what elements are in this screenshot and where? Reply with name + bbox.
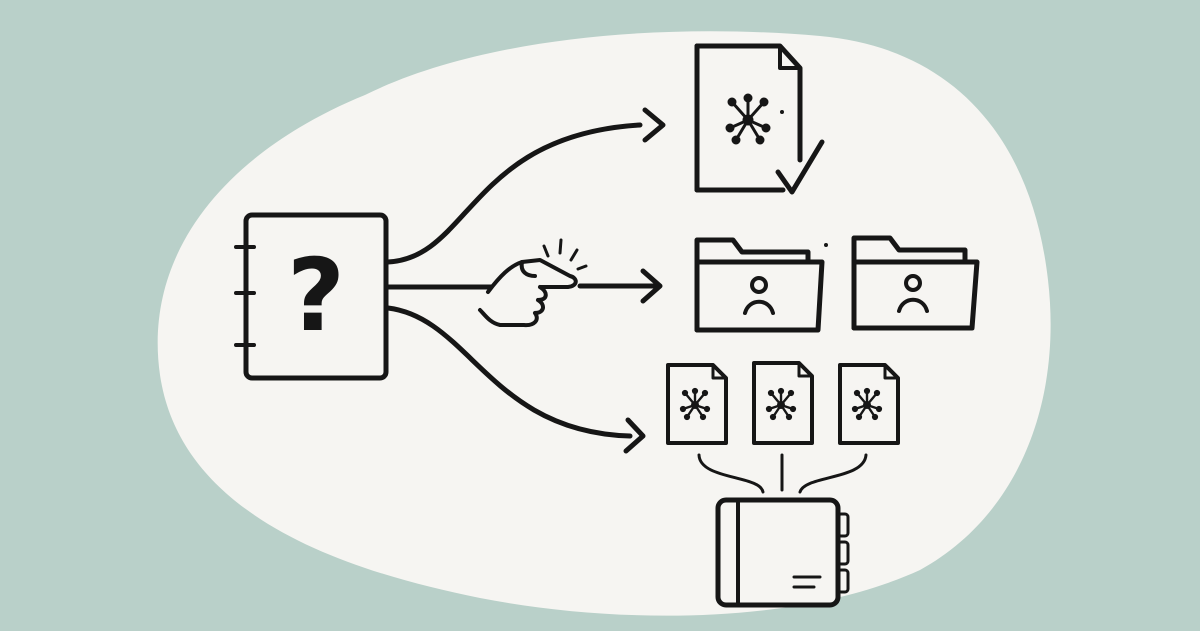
small-document-3 — [838, 363, 900, 445]
network-documents-into-binder-icon — [666, 361, 900, 608]
emphasis-lines — [542, 238, 588, 271]
merge-lines — [697, 453, 868, 494]
arrow-to-bottom — [385, 305, 646, 454]
binder-icon — [715, 497, 850, 608]
arrow-to-middle — [385, 268, 663, 304]
question-notebook-icon: ? — [234, 212, 389, 381]
folder-right — [851, 235, 980, 331]
notebook-rings — [234, 245, 256, 347]
pointing-hand-icon — [478, 238, 588, 328]
background-blob — [157, 31, 1051, 616]
notebook-cover — [243, 212, 389, 381]
check-mark-icon — [775, 139, 825, 195]
folder-left — [694, 237, 828, 333]
small-document-2 — [752, 361, 814, 445]
small-document-1 — [666, 363, 728, 445]
question-mark: ? — [287, 237, 345, 354]
network-document-checked-icon — [694, 43, 825, 195]
arrow-to-top — [385, 107, 666, 265]
sad-person-folders-icon — [694, 235, 980, 333]
